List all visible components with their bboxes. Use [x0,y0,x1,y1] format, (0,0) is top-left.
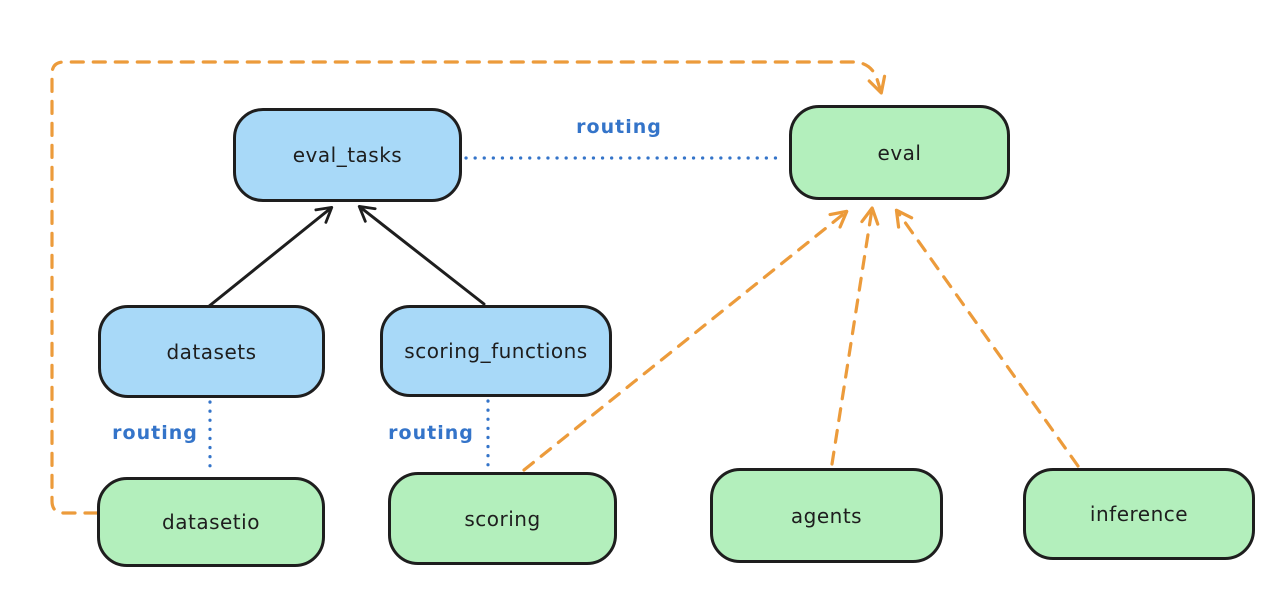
node-eval-tasks: eval_tasks [233,108,462,202]
node-eval: eval [789,105,1010,200]
edge-datasets-eval-tasks [206,205,334,309]
edge-agents-eval [830,206,880,466]
edge-label-routing-datasets-datasetio: routing [112,422,198,444]
edge-label-routing-scoring-functions-scoring: routing [388,422,474,444]
node-eval-label: eval [877,140,922,165]
node-scoring: scoring [388,472,617,565]
node-scoring-label: scoring [464,506,541,531]
edge-scoring-functions-eval-tasks [357,204,486,306]
node-eval-tasks-label: eval_tasks [292,143,403,167]
edge-datasetio-eval [50,60,887,515]
node-datasetio-label: datasetio [162,510,260,534]
node-agents-label: agents [790,503,863,528]
node-datasets-label: datasets [166,339,257,364]
edge-inference-eval [894,208,1080,468]
node-inference: inference [1023,468,1255,560]
node-scoring-functions-label: scoring_functions [404,339,588,363]
edge-label-routing-eval-tasks-eval: routing [576,116,662,138]
node-scoring-functions: scoring_functions [380,305,612,397]
edge-scoring-eval [522,209,849,472]
node-agents: agents [710,468,943,563]
node-datasetio: datasetio [97,477,325,567]
node-inference-label: inference [1089,502,1189,526]
node-datasets: datasets [98,305,325,398]
